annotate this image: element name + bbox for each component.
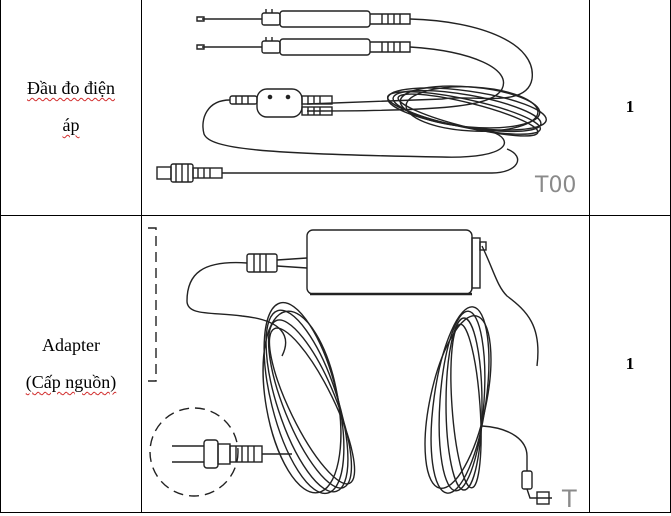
ac-socket	[246, 253, 308, 273]
item-name-cell: Đầu đo điện áp	[0, 0, 142, 216]
probe-tip-2	[196, 37, 411, 56]
table-row: Adapter (Cấp nguồn)	[0, 215, 671, 513]
item-name-line: (Cấp nguồn)	[25, 372, 117, 392]
item-image-cell: T	[141, 215, 590, 513]
table-row: Đầu đo điện áp	[0, 0, 671, 216]
coiled-cable-right	[424, 306, 492, 494]
item-name-line: Adapter	[42, 335, 100, 355]
dashed-circle	[149, 407, 239, 497]
coiled-cable	[386, 85, 547, 137]
item-image-cell: T00	[141, 0, 590, 216]
junction-block	[229, 88, 333, 118]
model-code-label: T	[561, 485, 577, 512]
item-name-cell: Adapter (Cấp nguồn)	[0, 215, 142, 513]
dashed-bracket	[148, 227, 157, 382]
dc-plug	[521, 470, 552, 505]
item-name-line: Đầu đo điện	[27, 78, 115, 98]
probe-tip-1	[196, 9, 411, 28]
power-adapter-icon: T	[148, 227, 577, 512]
model-code-label: T00	[534, 173, 576, 198]
ac-plug	[172, 439, 292, 469]
item-quantity: 1	[589, 215, 671, 513]
adapter-brick	[306, 229, 487, 296]
item-name-line: áp	[62, 115, 80, 135]
voltage-probe-leads-icon: T00	[156, 9, 576, 198]
coiled-cable-left	[262, 301, 356, 495]
item-quantity: 1	[589, 0, 671, 216]
connector-plug	[156, 163, 223, 183]
